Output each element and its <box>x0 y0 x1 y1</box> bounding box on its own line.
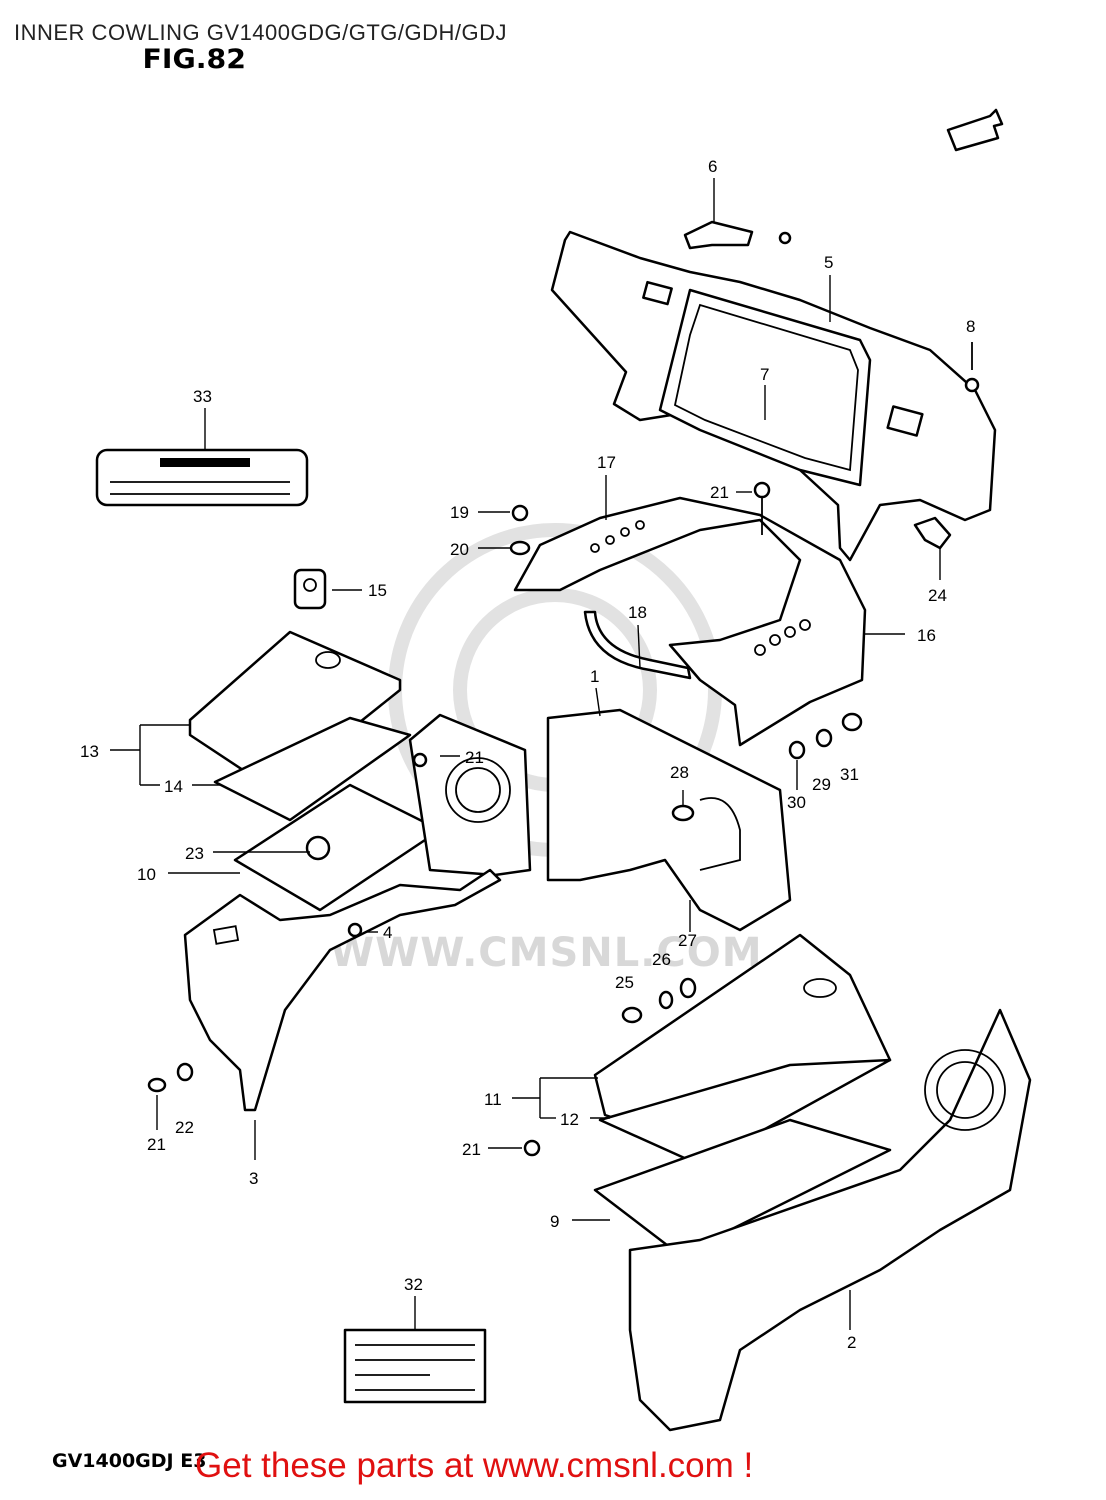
leader-lines <box>110 178 941 1330</box>
part-29-nut[interactable] <box>815 728 833 748</box>
direction-arrow-icon <box>946 108 1004 152</box>
callout-22: 22 <box>175 1118 194 1137</box>
part-19-screw[interactable] <box>511 504 529 522</box>
part-6-bracket[interactable] <box>683 220 792 250</box>
callout-33: 33 <box>193 387 212 406</box>
promo-banner[interactable]: Get these parts at www.cmsnl.com ! <box>195 1446 754 1485</box>
callout-2: 2 <box>847 1333 856 1352</box>
part-32-label[interactable] <box>343 1328 487 1404</box>
part-15-lock[interactable] <box>293 568 327 610</box>
part-21-screw-top[interactable] <box>753 481 771 535</box>
callout-31: 31 <box>840 765 859 784</box>
callout-labels: 1 2 3 4 5 6 7 8 9 10 11 12 13 14 15 16 1… <box>80 157 975 1352</box>
callout-13: 13 <box>80 742 99 761</box>
part-18-hose[interactable] <box>583 610 692 680</box>
callout-28: 28 <box>670 763 689 782</box>
part-21-screw-right[interactable] <box>523 1139 541 1157</box>
callout-30: 30 <box>787 793 806 812</box>
callout-9: 9 <box>550 1212 559 1231</box>
callout-25: 25 <box>615 973 634 992</box>
part-25-screw[interactable] <box>621 1006 643 1024</box>
part-28-screw[interactable] <box>671 804 695 822</box>
callout-21-b: 21 <box>465 748 484 767</box>
part-3-left-cowling[interactable] <box>183 868 502 1112</box>
callout-21-c: 21 <box>147 1135 166 1154</box>
part-14-lid-seal[interactable] <box>213 716 412 822</box>
callout-24: 24 <box>928 586 947 605</box>
callout-18: 18 <box>628 603 647 622</box>
callout-14: 14 <box>164 777 183 796</box>
part-4-screw[interactable] <box>347 922 363 938</box>
callout-21-a: 21 <box>710 483 729 502</box>
part-8-screw[interactable] <box>964 342 980 393</box>
callout-16: 16 <box>917 626 936 645</box>
callout-26: 26 <box>652 950 671 969</box>
part-5-upper-cowling[interactable] <box>550 230 997 562</box>
part-21-screw-left[interactable] <box>147 1077 167 1093</box>
callout-6: 6 <box>708 157 717 176</box>
part-21-screw-mid[interactable] <box>412 752 428 768</box>
part-2-right-cowling[interactable] <box>628 1008 1032 1432</box>
part-26-nut[interactable] <box>658 990 674 1010</box>
callout-11: 11 <box>484 1090 502 1109</box>
part-16-meter-cover[interactable] <box>513 496 867 747</box>
part-20-grommet[interactable] <box>509 540 531 556</box>
callout-17: 17 <box>597 453 616 472</box>
part-24-clip[interactable] <box>913 516 952 550</box>
part-31-nut[interactable] <box>841 712 863 732</box>
callout-15: 15 <box>368 581 387 600</box>
callout-7: 7 <box>760 365 769 384</box>
callout-1: 1 <box>590 667 599 686</box>
part-22-grommet[interactable] <box>176 1062 194 1082</box>
part-1-inner-panel[interactable] <box>546 708 792 932</box>
part-33-label[interactable] <box>95 448 309 507</box>
callout-23: 23 <box>185 844 204 863</box>
callout-12: 12 <box>560 1110 579 1129</box>
model-code: GV1400GDJ E3 <box>52 1450 207 1472</box>
part-30-nut[interactable] <box>788 740 806 760</box>
callout-4: 4 <box>383 923 392 942</box>
callout-32: 32 <box>404 1275 423 1294</box>
part-9-right-box[interactable] <box>593 1118 892 1257</box>
callout-20: 20 <box>450 540 469 559</box>
callout-10: 10 <box>137 865 156 884</box>
callout-29: 29 <box>812 775 831 794</box>
callout-21-d: 21 <box>462 1140 481 1159</box>
callout-27: 27 <box>678 931 697 950</box>
callout-19: 19 <box>450 503 469 522</box>
part-12-lid-seal[interactable] <box>598 1058 892 1167</box>
callout-3: 3 <box>249 1169 258 1188</box>
figure-number: FIG.82 <box>142 44 246 75</box>
callout-8: 8 <box>966 317 975 336</box>
watermark-text: WWW.CMSNL.COM <box>330 930 763 976</box>
page-title: INNER COWLING GV1400GDG/GTG/GDH/GDJ <box>14 20 508 45</box>
callout-5: 5 <box>824 253 833 272</box>
left-speaker-bracket[interactable] <box>408 713 532 877</box>
part-27-nut[interactable] <box>679 977 697 999</box>
